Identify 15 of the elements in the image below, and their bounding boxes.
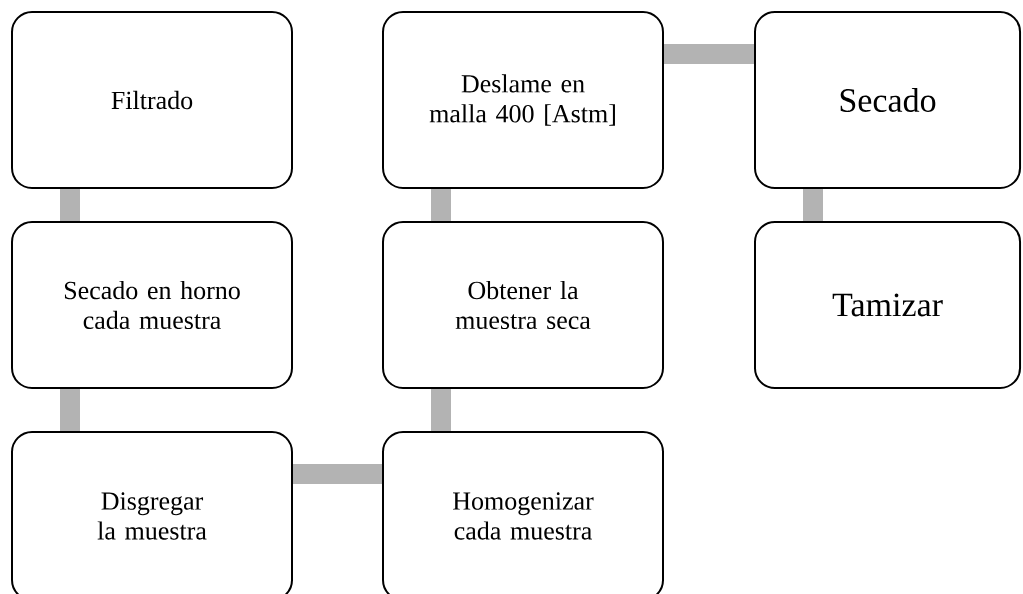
process-box: Filtrado bbox=[11, 11, 293, 189]
process-box: Disgregar la muestra bbox=[11, 431, 293, 594]
process-box: Secado bbox=[754, 11, 1022, 189]
connector-bar bbox=[60, 389, 80, 431]
process-box: Deslame en malla 400 [Astm] bbox=[382, 11, 664, 189]
connector-bar bbox=[803, 189, 823, 221]
connector-bar bbox=[664, 44, 754, 64]
process-box: Obtener la muestra seca bbox=[382, 221, 664, 389]
connector-bar bbox=[293, 464, 382, 484]
connector-bar bbox=[431, 389, 451, 431]
process-box: Secado en horno cada muestra bbox=[11, 221, 293, 389]
process-box: Tamizar bbox=[754, 221, 1022, 389]
process-box: Homogenizar cada muestra bbox=[382, 431, 664, 594]
connector-bar bbox=[431, 189, 451, 221]
connector-bar bbox=[60, 189, 80, 221]
